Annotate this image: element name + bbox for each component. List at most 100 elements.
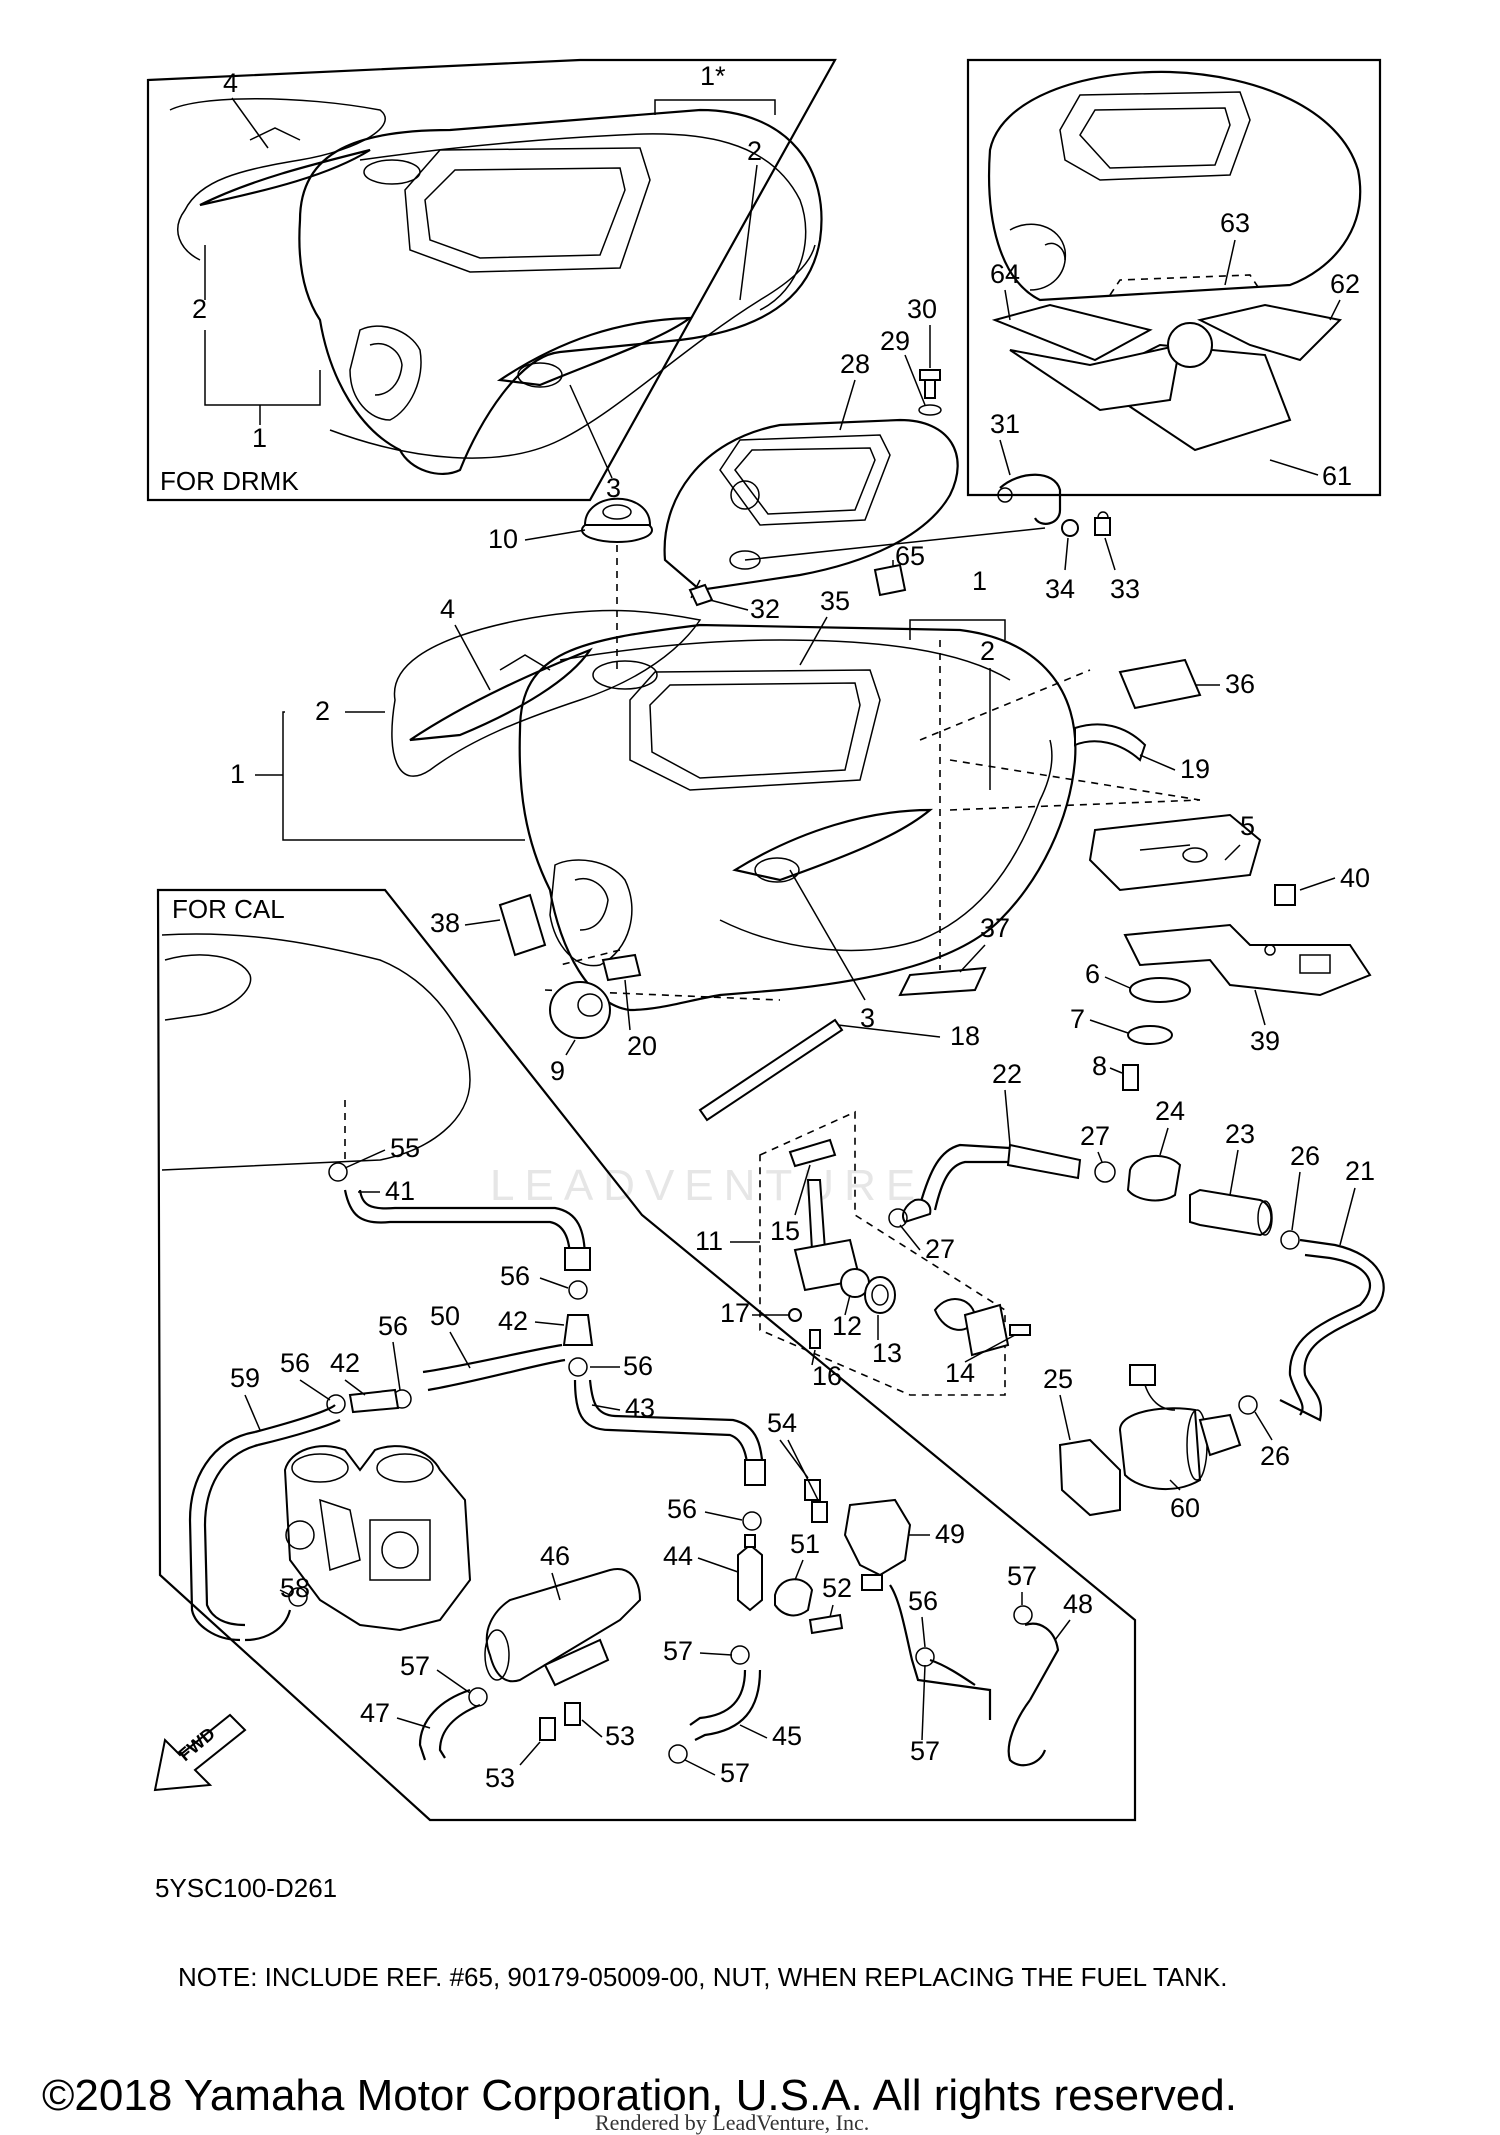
callout: 28: [840, 349, 870, 379]
callout: 54: [767, 1408, 797, 1438]
callout: 16: [812, 1361, 842, 1391]
pad-36: [1118, 658, 1202, 710]
bolt-40: [1274, 884, 1296, 906]
callout: 53: [485, 1763, 515, 1793]
callout: 56: [280, 1348, 310, 1378]
callout: 61: [1322, 461, 1352, 491]
callout: 57: [720, 1758, 750, 1788]
cal-inset: FOR CAL: [156, 888, 1137, 1822]
callout: 13: [872, 1338, 902, 1368]
callout: 2: [315, 696, 330, 726]
main-fuel-tank: [391, 609, 1201, 1012]
callout: 53: [605, 1721, 635, 1751]
replacement-note: NOTE: INCLUDE REF. #65, 90179-05009-00, …: [178, 1962, 1227, 1992]
callout: 11: [695, 1226, 723, 1256]
callout: 3: [860, 1003, 875, 1033]
callout: 38: [430, 908, 460, 938]
callout: 56: [623, 1351, 653, 1381]
damper-6: [1129, 977, 1191, 1003]
callout: 35: [820, 586, 850, 616]
callout: 41: [385, 1176, 415, 1206]
pad-callouts: 63 64 62 61: [990, 208, 1360, 491]
callout: 56: [908, 1586, 938, 1616]
callout: 1: [972, 566, 987, 596]
callout: 4: [440, 594, 455, 624]
watermark: LEADVENTURE: [490, 1161, 925, 1210]
callout: 27: [1080, 1121, 1110, 1151]
callout: 46: [540, 1541, 570, 1571]
callout: 9: [550, 1056, 565, 1086]
callout: 32: [750, 594, 780, 624]
callout: 33: [1110, 574, 1140, 604]
main-callouts: 30 29 28 31 10 65 34 33 32 4 35 1 2 36 2…: [230, 294, 1375, 1523]
callout: 57: [400, 1651, 430, 1681]
callout: 57: [1007, 1561, 1037, 1591]
stay-39: [1123, 923, 1372, 997]
collar-7: [1127, 1025, 1173, 1045]
part-code: 5YSC100-D261: [155, 1873, 337, 1903]
callout: 59: [230, 1363, 260, 1393]
callout: 49: [935, 1519, 965, 1549]
callout: 62: [1330, 269, 1360, 299]
callout: 5: [1240, 811, 1255, 841]
damper-38: [498, 893, 547, 957]
callout: 65: [895, 541, 925, 571]
callout: 42: [330, 1348, 360, 1378]
callout: 7: [1070, 1004, 1085, 1034]
callout: 45: [772, 1721, 802, 1751]
callout: 47: [360, 1698, 390, 1728]
callout: 22: [992, 1059, 1022, 1089]
callout: 4: [223, 68, 238, 98]
callout: 14: [945, 1358, 975, 1388]
cal-label: FOR CAL: [172, 894, 285, 924]
callout: 23: [1225, 1119, 1255, 1149]
callout: 37: [980, 913, 1010, 943]
drmk-inset: FOR DRMK: [146, 58, 837, 502]
callout: 26: [1290, 1141, 1320, 1171]
pad-inset: [966, 58, 1382, 497]
callout: 12: [832, 1311, 862, 1341]
pad-19: [1074, 723, 1147, 762]
callout: 15: [770, 1216, 800, 1246]
callout: 51: [790, 1529, 820, 1559]
callout: 2: [747, 136, 762, 166]
callout: 56: [378, 1311, 408, 1341]
drmk-callouts: 4 1* 2 2 1 3: [192, 61, 776, 503]
callout: 56: [500, 1261, 530, 1291]
callout: 57: [663, 1636, 693, 1666]
callout: 30: [907, 294, 937, 324]
fwd-arrow: FWD: [153, 1713, 247, 1792]
copyright: ©2018 Yamaha Motor Corporation, U.S.A. A…: [42, 2071, 1237, 2120]
callout: 42: [498, 1306, 528, 1336]
callout: 1: [230, 759, 245, 789]
drmk-label: FOR DRMK: [160, 466, 299, 496]
damper-9: [549, 981, 611, 1039]
callout: 27: [925, 1234, 955, 1264]
callout: 1: [252, 423, 267, 453]
callout: 34: [1045, 574, 1075, 604]
callout: 52: [822, 1573, 852, 1603]
tank-cover-28: [663, 418, 1046, 601]
fuel-cock-11: [759, 1110, 1031, 1396]
nut-65: [873, 563, 907, 597]
callout: 48: [1063, 1589, 1093, 1619]
callout: 56: [667, 1494, 697, 1524]
callout: 2: [980, 636, 995, 666]
bolt-8: [1122, 1064, 1139, 1091]
fuel-hoses-main: [888, 1143, 1385, 1517]
bracket-5: [1088, 813, 1262, 892]
callout: 20: [627, 1031, 657, 1061]
screws-29-30: [918, 369, 942, 416]
callout: 10: [488, 524, 518, 554]
callout: 57: [910, 1736, 940, 1766]
callout: 31: [990, 409, 1020, 439]
cal-callouts: 55 41 56 42 50 56 42 56 59 56 43 54 56 4…: [230, 1133, 1093, 1793]
callout: 55: [390, 1133, 420, 1163]
callout: 50: [430, 1301, 460, 1331]
callout: 25: [1043, 1364, 1073, 1394]
callout: 18: [950, 1021, 980, 1051]
callout: 58: [280, 1573, 310, 1603]
callout: 17: [720, 1298, 750, 1328]
callout: 43: [625, 1393, 655, 1423]
